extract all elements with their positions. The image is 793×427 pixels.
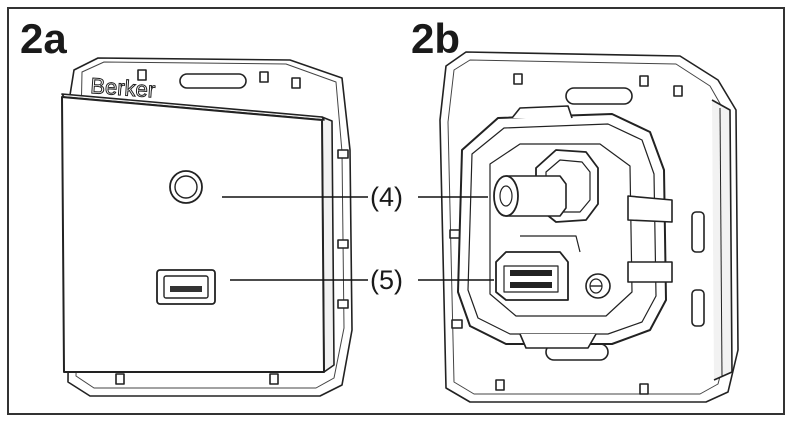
- usb-port-2b: [495, 235, 581, 301]
- usb-port-2a: [156, 269, 216, 305]
- callout-label-4: (4): [370, 182, 403, 212]
- coax-connector-2b: [493, 149, 599, 223]
- leader-lines: [222, 196, 494, 281]
- figure-label-2b: 2b: [411, 15, 461, 62]
- brand-logo: Berker: [90, 73, 156, 102]
- cover-plate: [61, 96, 325, 373]
- screw-icon: [585, 273, 611, 299]
- figure-label-2a: 2a: [20, 15, 67, 62]
- callout-label-5: (5): [370, 265, 403, 295]
- socket-front-view: [61, 57, 353, 397]
- insert-body: [457, 113, 667, 345]
- socket-insert-view: [439, 51, 739, 403]
